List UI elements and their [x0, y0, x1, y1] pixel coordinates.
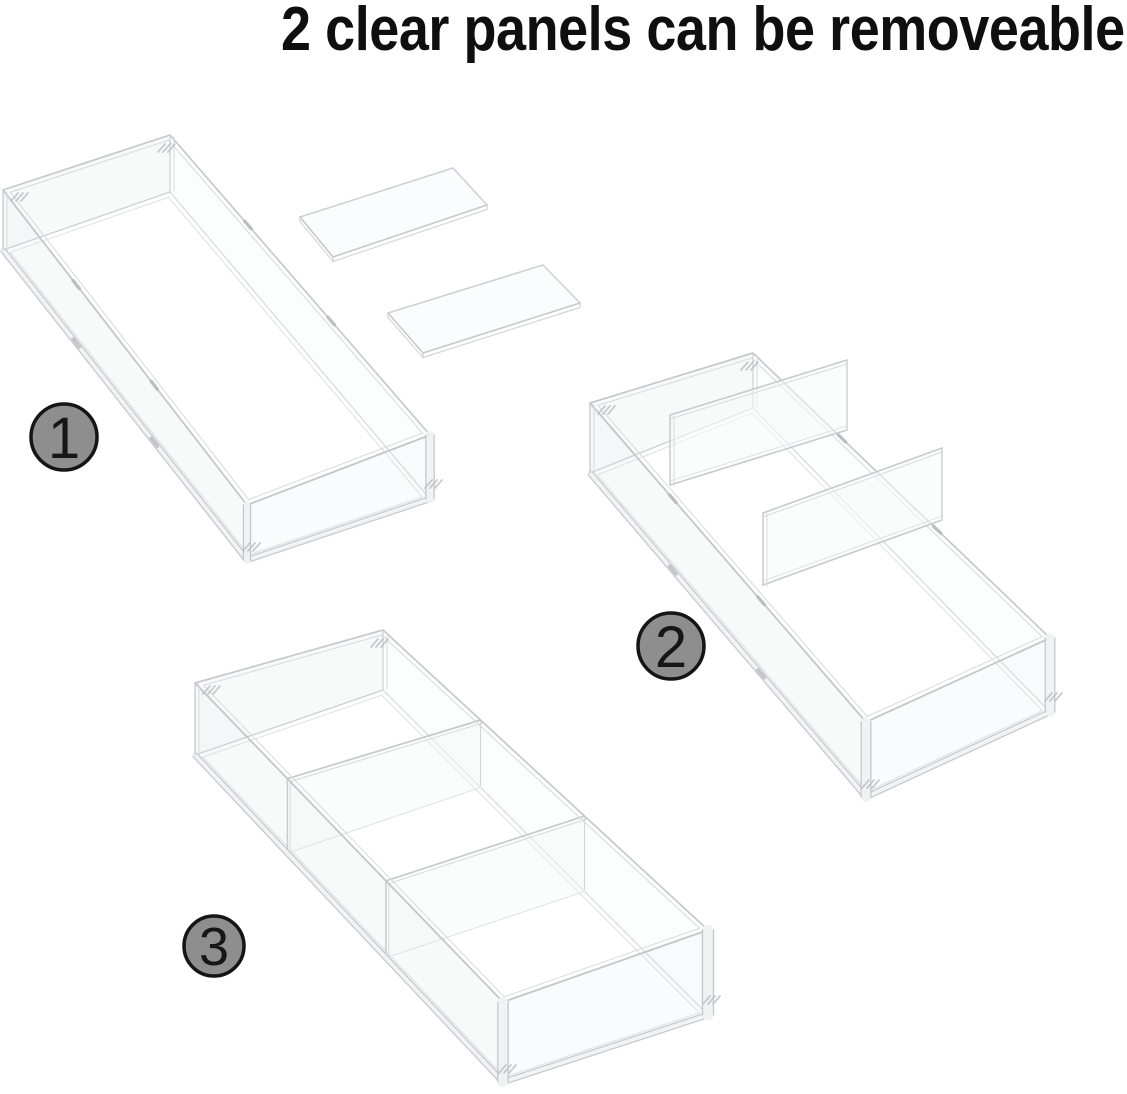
tray-panels-installed-figure: [192, 629, 721, 1088]
step-number: 2: [655, 615, 687, 680]
step-badge-circle: [636, 611, 706, 681]
step-badge-circle: [29, 402, 99, 472]
tray-empty-with-loose-panels-figure: [0, 134, 581, 564]
page-title: 2 clear panels can be removeable: [281, 0, 1125, 64]
step-badge-1: 1: [29, 402, 99, 472]
step-badge-2: 2: [636, 611, 706, 681]
step-badge-circle: [182, 914, 246, 978]
step-number: 1: [48, 406, 80, 471]
step-badge-3: 3: [182, 914, 246, 978]
tray-panels-being-inserted-figure: [587, 352, 1063, 802]
step-number: 3: [199, 917, 229, 977]
